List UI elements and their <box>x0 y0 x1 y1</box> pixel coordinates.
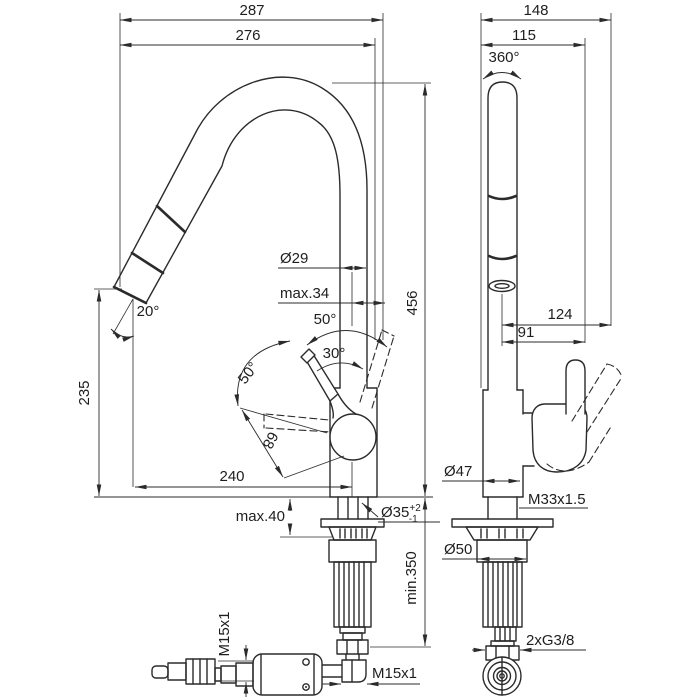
dim-30-label: 30° <box>323 345 346 362</box>
dim-handle-reach: 124 91 <box>501 294 611 346</box>
mounting-cone-front <box>328 526 377 541</box>
lever-dashed-left-top <box>265 413 330 421</box>
dim-276-label: 276 <box>235 27 260 44</box>
lever-end-cap <box>300 348 316 364</box>
escutcheon-plate-front <box>320 518 385 528</box>
dim-91-label: 91 <box>518 324 535 341</box>
dim-max34: max.34 <box>278 285 385 306</box>
dim-swivel: 360° <box>482 49 522 80</box>
handle-base-side <box>531 403 588 473</box>
dim-m15-horizontal-label: M15x1 <box>372 665 417 682</box>
dim-148-label: 148 <box>523 2 548 19</box>
dim-235-label: 235 <box>76 380 93 405</box>
dim-spout-height: 456 <box>332 82 431 496</box>
dim-456-label: 456 <box>404 290 421 315</box>
lever-dashed-right-inner <box>359 329 383 403</box>
aerator-outlet <box>488 279 516 293</box>
aerator-outlet-inner <box>494 283 510 290</box>
dim-max40-label: max.40 <box>236 508 285 525</box>
supply-hose-coil <box>482 656 522 696</box>
dim-deck-thickness: max.40 <box>236 499 332 538</box>
column-joint-2 <box>487 254 518 261</box>
spout-outer-edge <box>113 76 368 389</box>
dim-overall-depth: 148 115 <box>480 2 612 388</box>
dim-outlet-height: 235 <box>76 288 122 496</box>
washer-front <box>339 626 366 634</box>
column-joint-1 <box>487 194 518 201</box>
hose-weight-assembly <box>151 653 343 696</box>
dim-supply-connection: 2xG3/8 <box>472 632 586 653</box>
escutcheon-plate-side <box>451 518 554 528</box>
plug-tip <box>151 665 169 679</box>
dim-shank-diameter: Ø50 <box>442 541 526 562</box>
side-view: 148 115 360° 124 91 Ø47 M33x1.5 <box>442 2 623 696</box>
dim-outlet-reach: 240 <box>135 468 352 490</box>
dim-287-label: 287 <box>239 2 264 19</box>
handle-dashed-inner <box>571 363 608 422</box>
hose-elbow-coupling <box>341 659 367 683</box>
dim-50-top-label: 50° <box>314 311 337 328</box>
lever-stem-left <box>329 400 335 419</box>
dim-overall-reach: 287 276 <box>119 2 384 340</box>
handle-dashed-outer <box>586 376 623 433</box>
dim-115-label: 115 <box>512 27 536 44</box>
hose-weight <box>252 653 323 696</box>
mounting-cone-side <box>465 526 539 541</box>
lever-dashed-right-outer <box>371 335 395 409</box>
washer-side <box>490 640 515 647</box>
weight-screw-bottom <box>302 683 310 691</box>
handle-dashed-edge <box>588 424 613 463</box>
dim-deck-hole: Ø35+2-1 <box>361 502 440 525</box>
spray-head-joint-1 <box>130 251 165 275</box>
dim-hose-clearance: min.350 <box>370 498 431 648</box>
dim-spray-angle: 20° <box>110 298 160 487</box>
hex-fitting-front <box>336 639 369 655</box>
collar-front <box>328 539 377 563</box>
dim-tube-diameter: Ø29 <box>278 250 366 271</box>
spout-inner-edge <box>145 109 341 389</box>
nut-small-front <box>342 632 363 641</box>
handle-dashed-cap <box>606 363 623 378</box>
dim-68-label: 68 <box>259 429 282 452</box>
dim-o47-label: Ø47 <box>444 463 472 480</box>
dim-360-label: 360° <box>488 49 519 66</box>
dim-o50-label: Ø50 <box>444 541 472 558</box>
dim-m15-horizontal: M15x1 <box>322 665 420 687</box>
mounting-front <box>320 496 385 683</box>
handle-lever-side <box>565 359 586 415</box>
dim-o29-label: Ø29 <box>280 250 308 267</box>
dim-240-label: 240 <box>219 468 244 485</box>
lever-dashed-right-cap <box>381 329 395 337</box>
spout-column-side <box>487 81 518 391</box>
dim-m33-label: M33x1.5 <box>528 491 586 508</box>
spray-head-joint-2 <box>155 204 187 234</box>
dim-20-label: 20° <box>137 303 160 320</box>
dim-m15-vertical: M15x1 <box>216 611 254 697</box>
handle-ball-joint <box>329 413 377 461</box>
dim-m15-vertical-label: M15x1 <box>216 611 233 656</box>
lever-stem-right <box>337 393 357 415</box>
handle-dashed-sweep <box>546 461 590 472</box>
dim-mounting-thread: M33x1.5 <box>519 491 588 509</box>
handle-side <box>522 359 623 473</box>
dim-min350-label: min.350 <box>403 551 420 604</box>
dim-124-label: 124 <box>547 306 572 323</box>
spray-head-outlet-face <box>112 285 148 305</box>
quick-connect-body <box>235 662 254 687</box>
dim-o35-label: Ø35+2-1 <box>381 503 421 525</box>
weight-screw-top <box>302 658 310 666</box>
dim-body-diameter: Ø47 <box>442 463 520 484</box>
dim-max34-label: max.34 <box>280 285 329 302</box>
spout-gooseneck <box>112 76 368 389</box>
front-view: 287 276 456 Ø29 max.34 50° 30° <box>76 2 440 697</box>
dim-g38-label: 2xG3/8 <box>526 632 574 649</box>
